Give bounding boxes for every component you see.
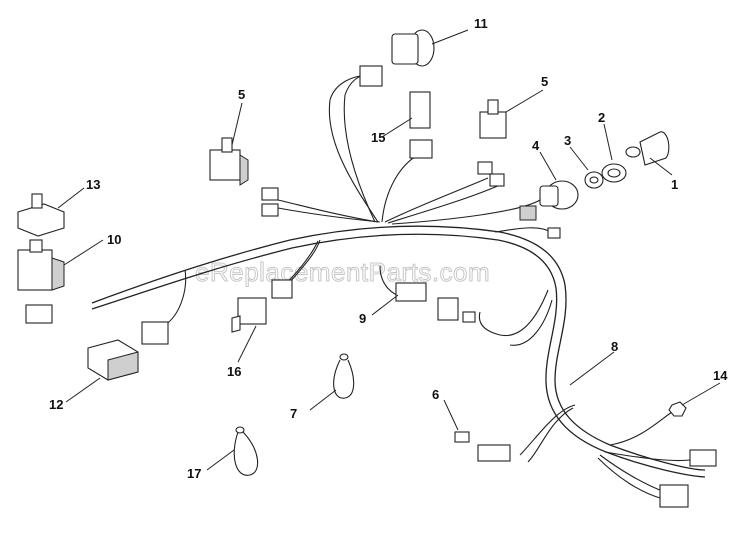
harness-end-connector	[25, 304, 53, 324]
module-item-12-part	[87, 339, 139, 381]
key-part	[625, 131, 670, 166]
watermark-text: eReplacementParts.com	[195, 257, 490, 287]
cable-clamp-17-part	[233, 426, 259, 476]
bracket-switch-item-13-part	[17, 193, 65, 237]
callout-labels: 1 2 3 4 5 5 6 7 8 9 10 11 12 13 14 15 16…	[49, 16, 728, 481]
callout-11: 11	[474, 16, 488, 31]
callout-14: 14	[713, 368, 728, 383]
ring-terminal-item-14-part	[668, 401, 687, 417]
solenoid-right-part	[479, 99, 507, 139]
fuse-holder-item-15-part	[409, 91, 433, 159]
callout-5-right: 5	[541, 74, 548, 89]
callout-17: 17	[187, 466, 201, 481]
callout-12: 12	[49, 397, 63, 412]
callout-2: 2	[598, 110, 605, 125]
nut-ring-part	[601, 163, 627, 183]
callout-8: 8	[611, 339, 618, 354]
ignition-switch-part	[519, 180, 579, 221]
callout-9: 9	[359, 311, 366, 326]
callout-7: 7	[290, 406, 297, 421]
callout-5-left: 5	[238, 87, 245, 102]
relay-item-10-part	[17, 239, 65, 291]
callout-13: 13	[86, 177, 100, 192]
callout-15: 15	[371, 130, 385, 145]
connector-near-12	[141, 321, 169, 345]
leader-lines	[57, 29, 721, 471]
relay-bracket-item-16-part	[231, 279, 293, 333]
switch-item-11-part	[359, 29, 435, 87]
callout-6: 6	[432, 387, 439, 402]
callout-10: 10	[107, 232, 121, 247]
callout-16: 16	[227, 364, 241, 379]
solenoid-left-part	[209, 137, 249, 186]
cable-clamp-7-part	[333, 353, 355, 399]
harness-branch-wires	[164, 73, 691, 499]
module-item-9-part	[395, 282, 459, 321]
terminals-misc	[261, 161, 561, 462]
callout-1: 1	[671, 177, 678, 192]
clip-item-6-part	[454, 431, 470, 443]
connectors-near-14	[659, 449, 717, 508]
washer-part	[584, 171, 604, 189]
callout-4: 4	[532, 138, 540, 153]
callout-3: 3	[564, 133, 571, 148]
